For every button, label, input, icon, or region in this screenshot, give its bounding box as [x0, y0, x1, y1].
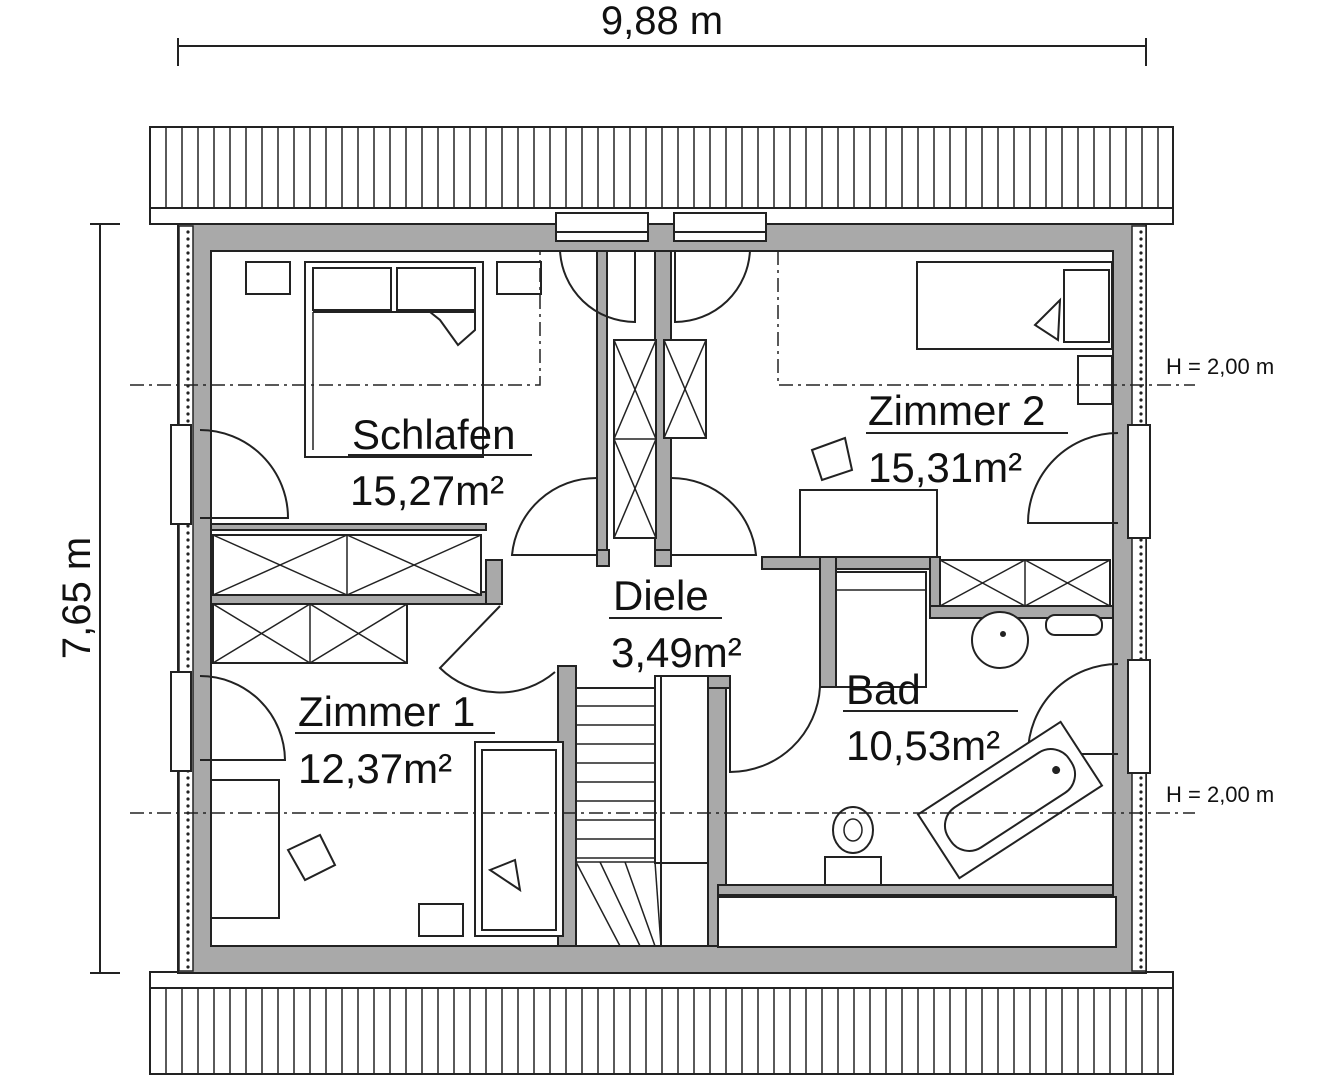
- height-dimension-label: 7,65 m: [55, 537, 99, 659]
- room-area-zimmer2: 15,31m²: [868, 444, 1022, 491]
- height-lines: [130, 251, 1195, 814]
- room-area-diele: 3,49m²: [611, 629, 742, 676]
- room-label-zimmer1: Zimmer 1 12,37m²: [295, 688, 495, 792]
- room-name-diele: Diele: [613, 572, 709, 619]
- windows: [170, 212, 1151, 774]
- room-label-schlafen: Schlafen 15,27m²: [348, 411, 532, 514]
- room-name-bad: Bad: [846, 666, 921, 713]
- room-area-bad: 10,53m²: [846, 722, 1000, 769]
- room-label-bad: Bad 10,53m²: [843, 666, 1018, 769]
- height-dimension-line: [90, 223, 120, 974]
- furniture: [210, 261, 1117, 948]
- room-name-zimmer1: Zimmer 1: [298, 688, 475, 735]
- height-marker-lower: H = 2,00 m: [1166, 782, 1274, 807]
- room-name-zimmer2: Zimmer 2: [868, 387, 1045, 434]
- roof-bottom: [149, 971, 1174, 1075]
- stairs: [575, 675, 709, 947]
- room-area-zimmer1: 12,37m²: [298, 745, 452, 792]
- room-name-schlafen: Schlafen: [352, 411, 515, 458]
- roof-top: [149, 126, 1174, 225]
- room-label-zimmer2: Zimmer 2 15,31m²: [866, 387, 1068, 491]
- wardrobes: [212, 339, 1111, 664]
- width-dimension-line: [177, 38, 1147, 66]
- width-dimension-label: 9,88 m: [601, 0, 723, 43]
- height-marker-upper: H = 2,00 m: [1166, 354, 1274, 379]
- room-area-schlafen: 15,27m²: [350, 467, 504, 514]
- room-label-diele: Diele 3,49m²: [609, 572, 742, 676]
- doors: [199, 249, 1119, 774]
